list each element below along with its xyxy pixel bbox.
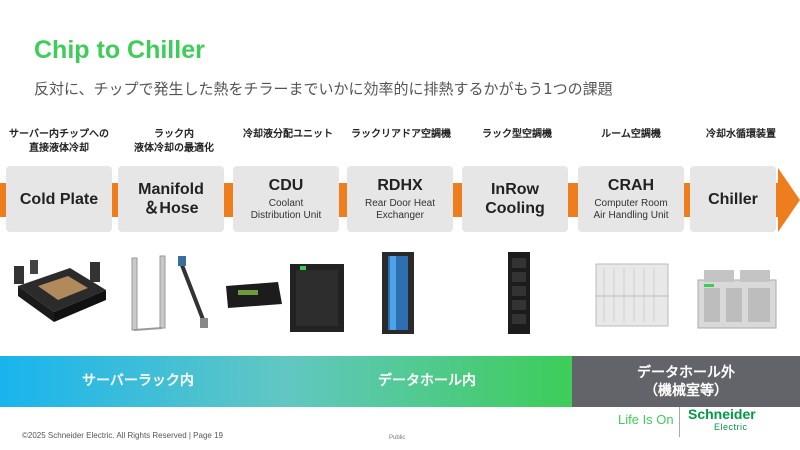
logo-divider	[679, 407, 680, 437]
stage-subtitle: Rear Door Heat Exchanger	[364, 198, 436, 221]
stage-box-cdu: CDU Coolant Distribution Unit	[233, 166, 339, 232]
slide-subtitle: 反対に、チップで発生した熱をチラーまでいかに効率的に排熱するかがもう1つの課題	[34, 80, 613, 98]
zone-band-outside: データホール外 （機械室等）	[572, 356, 800, 407]
stage-box-inrow: InRow Cooling	[462, 166, 568, 232]
stage-name: Chiller	[708, 190, 758, 208]
footer-classification: Public	[389, 435, 406, 441]
stage-box-cold-plate: Cold Plate	[6, 166, 112, 232]
category-label-chiller: 冷却水循環装置	[706, 129, 776, 140]
stage-box-crah: CRAH Computer Room Air Handling Unit	[578, 166, 684, 232]
cold-plate-image	[14, 260, 106, 322]
stage-name: CDU	[268, 177, 304, 194]
stage-name: CRAH	[607, 177, 655, 194]
manifold-hose-image	[131, 255, 208, 331]
category-label-inrow: ラック型空調機	[482, 129, 552, 140]
stage-box-chiller: Chiller	[690, 166, 776, 232]
schneider-electric-logo: Schneider Electric	[688, 407, 770, 437]
flow-arrow-head	[778, 168, 800, 232]
crah-image	[595, 263, 669, 327]
footer-copyright: ©2025 Schneider Electric. All Rights Res…	[22, 431, 223, 440]
category-label-crah: ルーム空調機	[601, 129, 661, 140]
zone-label-server-rack: サーバーラック内	[82, 373, 194, 389]
logo-sub-text: Electric	[714, 422, 748, 432]
life-is-on-tagline: Life Is On	[618, 412, 674, 427]
category-label-cold-plate: サーバー内チップへの 直接液体冷却	[9, 129, 109, 154]
slide-title: Chip to Chiller	[34, 36, 205, 64]
stage-name: Cold Plate	[19, 190, 99, 208]
stage-box-rdhx: RDHX Rear Door Heat Exchanger	[347, 166, 453, 232]
logo-main-text: Schneider	[688, 406, 756, 422]
inrow-cooling-image	[508, 252, 530, 334]
stage-subtitle: Computer Room Air Handling Unit	[593, 198, 669, 221]
stage-box-manifold-hose: Manifold ＆Hose	[118, 166, 224, 232]
stage-name: InRow Cooling	[485, 181, 545, 217]
stage-name: RDHX	[377, 177, 423, 194]
zone-label-outside: データホール外 （機械室等）	[637, 364, 735, 399]
category-label-rdhx: ラックリアドア空調機	[351, 129, 451, 140]
chiller-image	[697, 270, 777, 329]
rdhx-image	[382, 252, 414, 334]
zone-band-inside: サーバーラック内 データホール内	[0, 356, 572, 407]
stage-name: Manifold ＆Hose	[138, 181, 204, 217]
cdu-image	[226, 264, 344, 332]
category-label-manifold: ラック内 液体冷却の最適化	[134, 129, 214, 154]
stage-subtitle: Coolant Distribution Unit	[250, 198, 322, 221]
category-label-cdu: 冷却液分配ユニット	[243, 129, 333, 140]
zone-label-data-hall: データホール内	[378, 373, 476, 389]
